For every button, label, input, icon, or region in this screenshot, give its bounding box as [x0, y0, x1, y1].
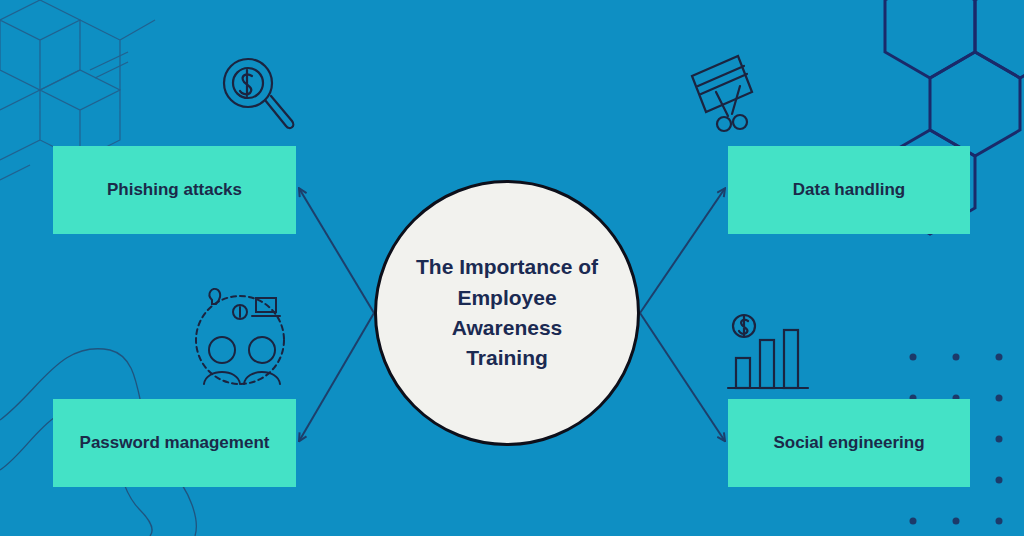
- arrow-connector: [299, 188, 374, 313]
- topic-label: Data handling: [793, 180, 905, 200]
- topic-box: Data handling: [728, 146, 970, 234]
- topic-box: Password management: [53, 399, 296, 487]
- bar-chart-icon: [728, 315, 808, 388]
- topic-label: Phishing attacks: [107, 180, 242, 200]
- topic-box: Social engineering: [728, 399, 970, 487]
- topic-circle: The Importance of Employee Awareness Tra…: [374, 180, 640, 446]
- arrow-connector: [640, 313, 725, 441]
- topic-label: Social engineering: [773, 433, 924, 453]
- magnifier-icon: [224, 59, 293, 128]
- card-scissors-icon: [692, 56, 752, 131]
- arrow-connector: [640, 188, 725, 313]
- topic-box: Phishing attacks: [53, 146, 296, 234]
- arrow-connector: [299, 313, 374, 441]
- topic-label: Password management: [80, 433, 270, 453]
- center-title: The Importance of Employee Awareness Tra…: [412, 252, 602, 374]
- team-ideas-icon: [196, 289, 284, 384]
